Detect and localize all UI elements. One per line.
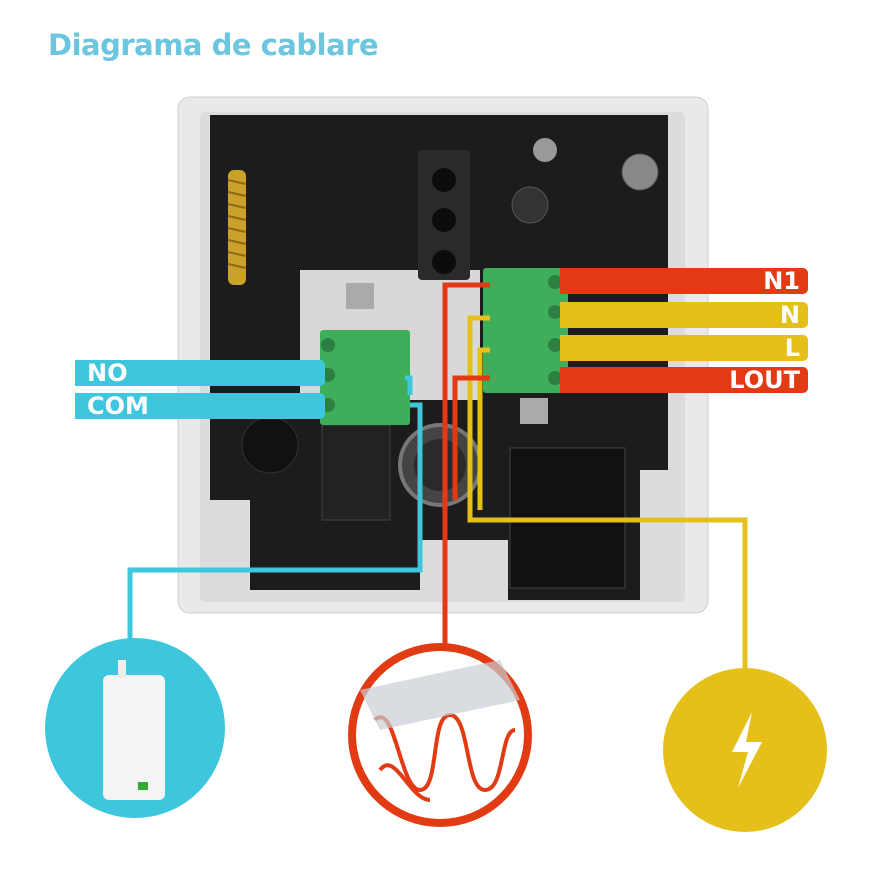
capacitor: [621, 153, 659, 191]
lightning-icon: [732, 712, 762, 788]
wire-n1: [442, 282, 490, 650]
terminal-block-right: [483, 268, 568, 393]
wire-com: [127, 402, 423, 650]
wire-no: [405, 375, 413, 395]
label-com: COM: [75, 393, 325, 419]
terminal-block-left: [320, 330, 410, 425]
label-no: NO: [75, 360, 325, 386]
wire-lout: [452, 375, 490, 500]
label-n1: N1: [560, 268, 808, 294]
page-title: Diagrama de cablare: [48, 28, 379, 62]
label-lout: LOUT: [560, 367, 808, 393]
wire-l: [477, 347, 490, 510]
relay-small: [321, 424, 391, 521]
label-l: L: [560, 335, 808, 361]
boiler-icon: [103, 660, 165, 800]
buzzer: [241, 416, 299, 474]
antenna-spring: [228, 170, 246, 285]
wire-n: [467, 315, 748, 670]
label-n: N: [560, 302, 808, 328]
